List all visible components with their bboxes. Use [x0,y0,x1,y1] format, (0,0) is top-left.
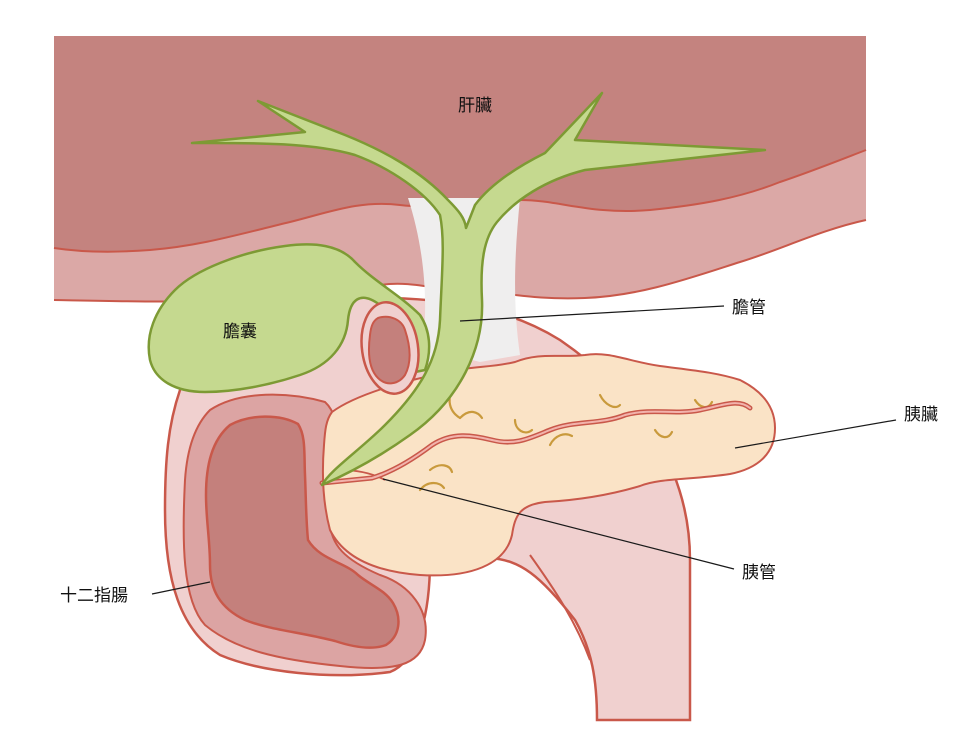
label-bile-duct-text: 膽管 [732,298,766,318]
label-liver: 肝臟 [458,96,492,116]
label-pancreatic-duct-text: 胰管 [742,563,776,583]
label-gallbladder: 膽囊 [223,322,257,342]
label-liver-text: 肝臟 [458,96,492,116]
label-duodenum-text: 十二指腸 [60,586,128,606]
label-gallbladder-text: 膽囊 [223,322,257,342]
label-pancreas-text: 胰臟 [904,405,938,425]
